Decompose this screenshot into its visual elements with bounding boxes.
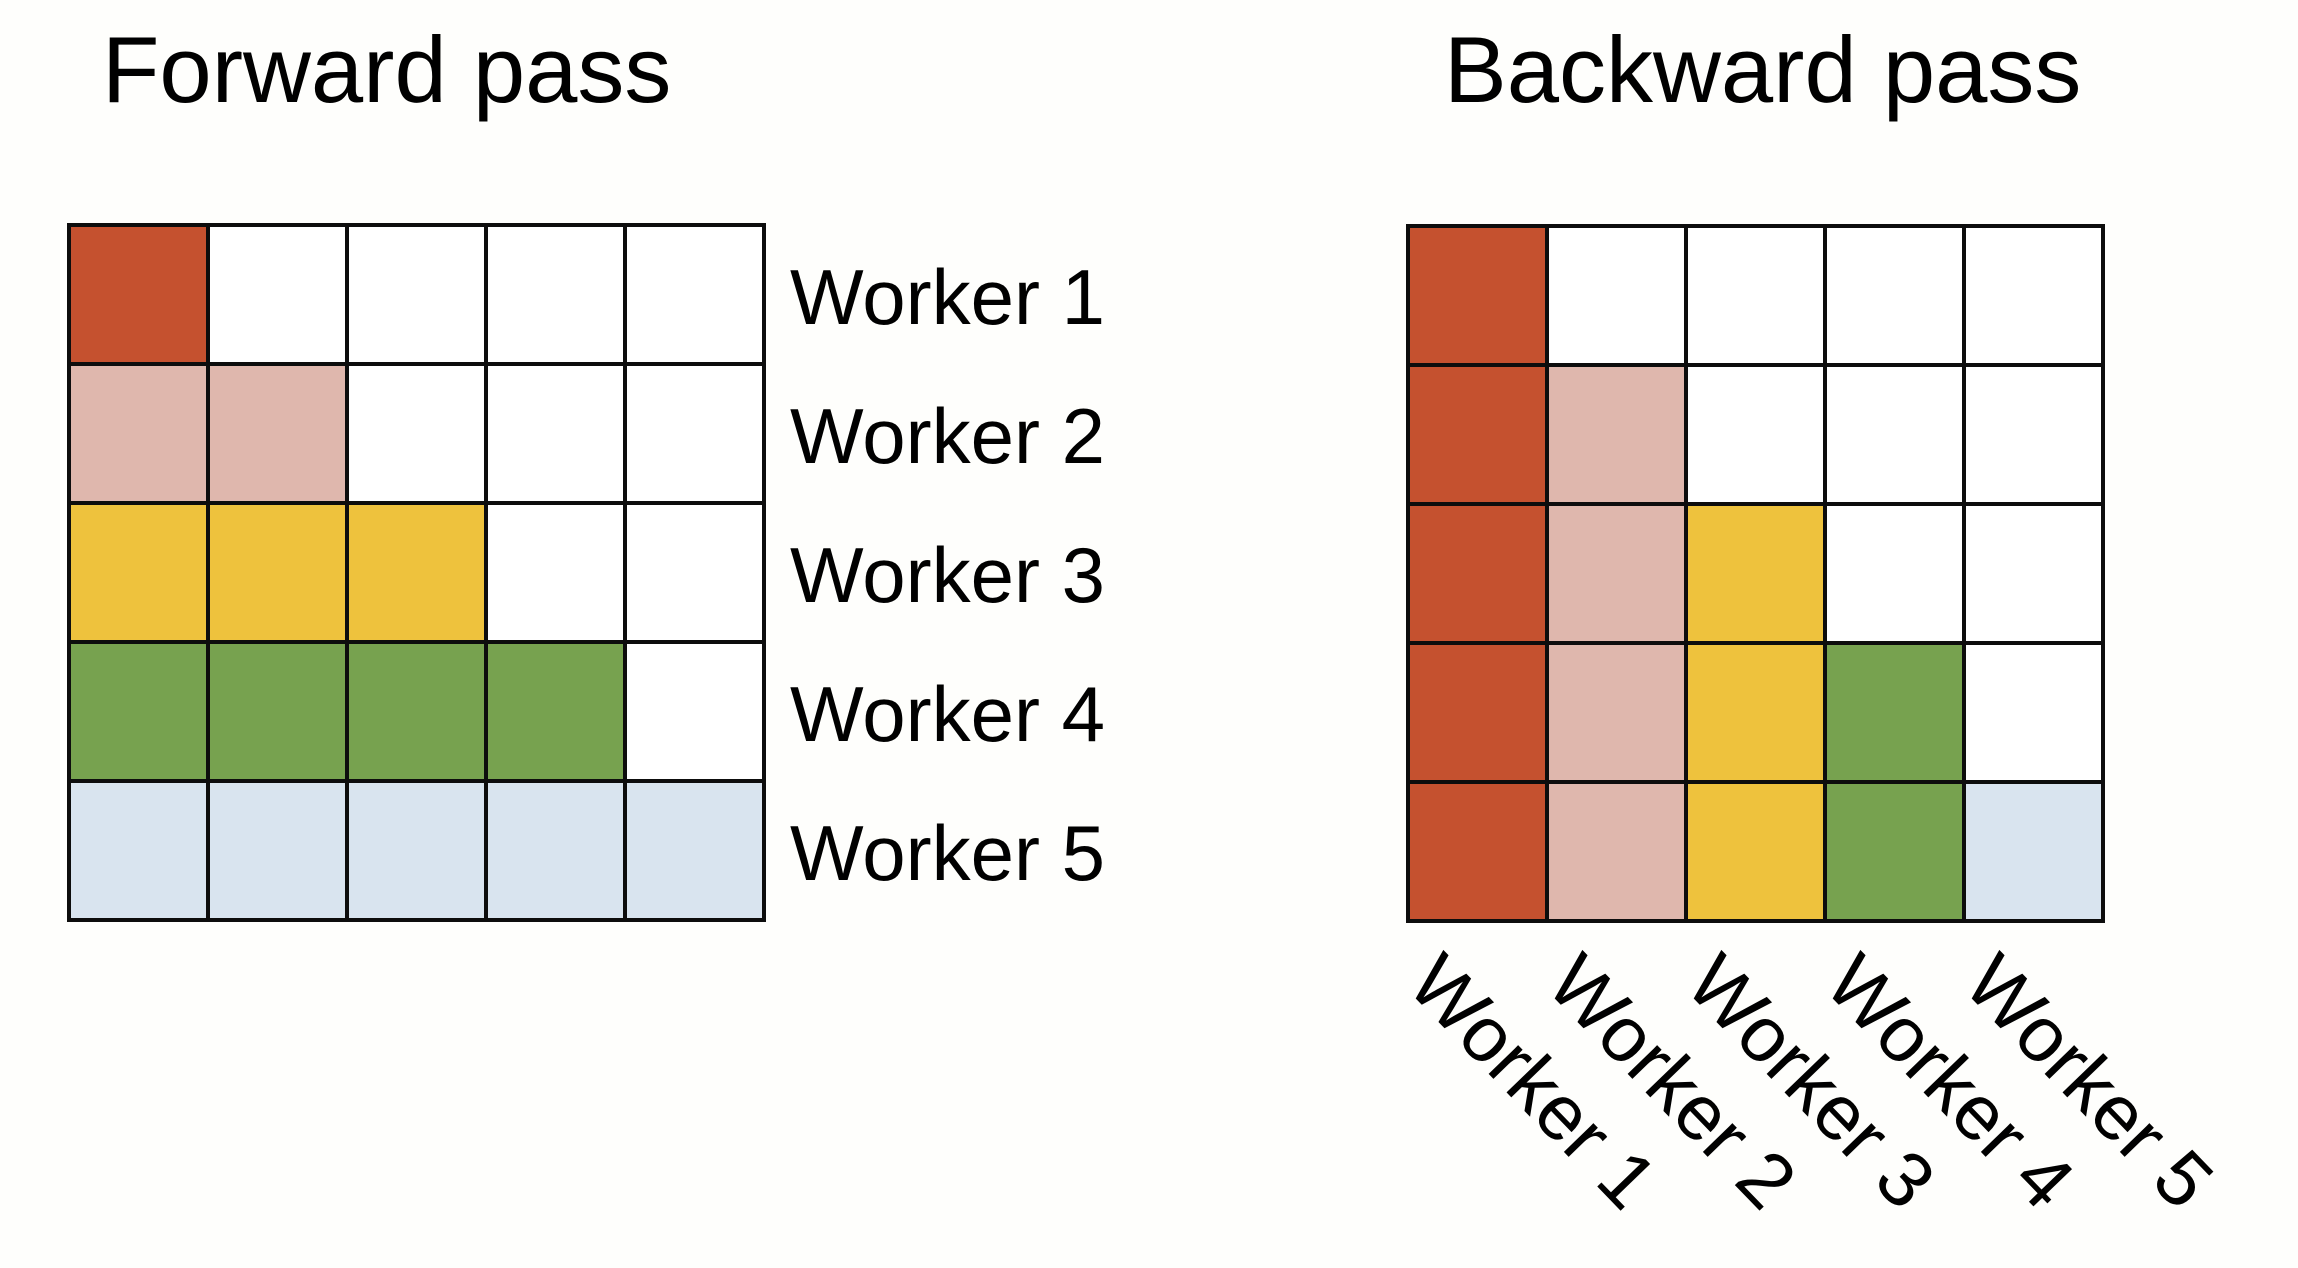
grid-cell — [486, 225, 625, 364]
grid-cell — [1408, 226, 1547, 365]
grid-cell — [208, 503, 347, 642]
grid-cell — [208, 364, 347, 503]
forward-row-label-worker-1: Worker 1 — [790, 253, 1105, 341]
grid-cell — [1686, 365, 1825, 504]
grid-cell — [1964, 782, 2103, 921]
grid-cell — [69, 503, 208, 642]
grid-cell — [1964, 365, 2103, 504]
grid-cell — [1547, 365, 1686, 504]
grid-cell — [1825, 226, 1964, 365]
grid-cell — [347, 781, 486, 920]
forward-row-label-worker-2: Worker 2 — [790, 392, 1105, 480]
grid-cell — [1825, 782, 1964, 921]
grid-cell — [1547, 226, 1686, 365]
grid-cell — [347, 225, 486, 364]
backward-pass-grid — [1406, 224, 2105, 923]
grid-cell — [1408, 504, 1547, 643]
grid-cell — [625, 503, 764, 642]
grid-cell — [1547, 643, 1686, 782]
grid-cell — [69, 642, 208, 781]
grid-cell — [1825, 643, 1964, 782]
grid-cell — [486, 364, 625, 503]
grid-cell — [208, 642, 347, 781]
grid-cell — [347, 364, 486, 503]
grid-cell — [1408, 365, 1547, 504]
grid-cell — [1686, 226, 1825, 365]
forward-row-label-worker-3: Worker 3 — [790, 531, 1105, 619]
grid-cell — [625, 642, 764, 781]
grid-cell — [1825, 365, 1964, 504]
grid-cell — [69, 364, 208, 503]
grid-cell — [1964, 504, 2103, 643]
grid-cell — [1408, 782, 1547, 921]
grid-cell — [1547, 782, 1686, 921]
grid-cell — [486, 503, 625, 642]
grid-cell — [1825, 504, 1964, 643]
grid-cell — [1686, 643, 1825, 782]
grid-cell — [1964, 643, 2103, 782]
grid-cell — [486, 642, 625, 781]
backward-pass-title: Backward pass — [1444, 17, 2082, 122]
grid-cell — [347, 642, 486, 781]
grid-cell — [625, 225, 764, 364]
grid-cell — [1408, 643, 1547, 782]
grid-cell — [1686, 782, 1825, 921]
forward-row-label-worker-4: Worker 4 — [790, 670, 1105, 758]
grid-cell — [69, 225, 208, 364]
grid-cell — [1964, 226, 2103, 365]
grid-cell — [208, 225, 347, 364]
grid-cell — [208, 781, 347, 920]
grid-cell — [347, 503, 486, 642]
grid-cell — [1547, 504, 1686, 643]
forward-pass-grid — [67, 223, 766, 922]
grid-cell — [625, 781, 764, 920]
forward-row-label-worker-5: Worker 5 — [790, 809, 1105, 897]
forward-pass-title: Forward pass — [102, 17, 672, 122]
grid-cell — [625, 364, 764, 503]
grid-cell — [486, 781, 625, 920]
grid-cell — [69, 781, 208, 920]
grid-cell — [1686, 504, 1825, 643]
